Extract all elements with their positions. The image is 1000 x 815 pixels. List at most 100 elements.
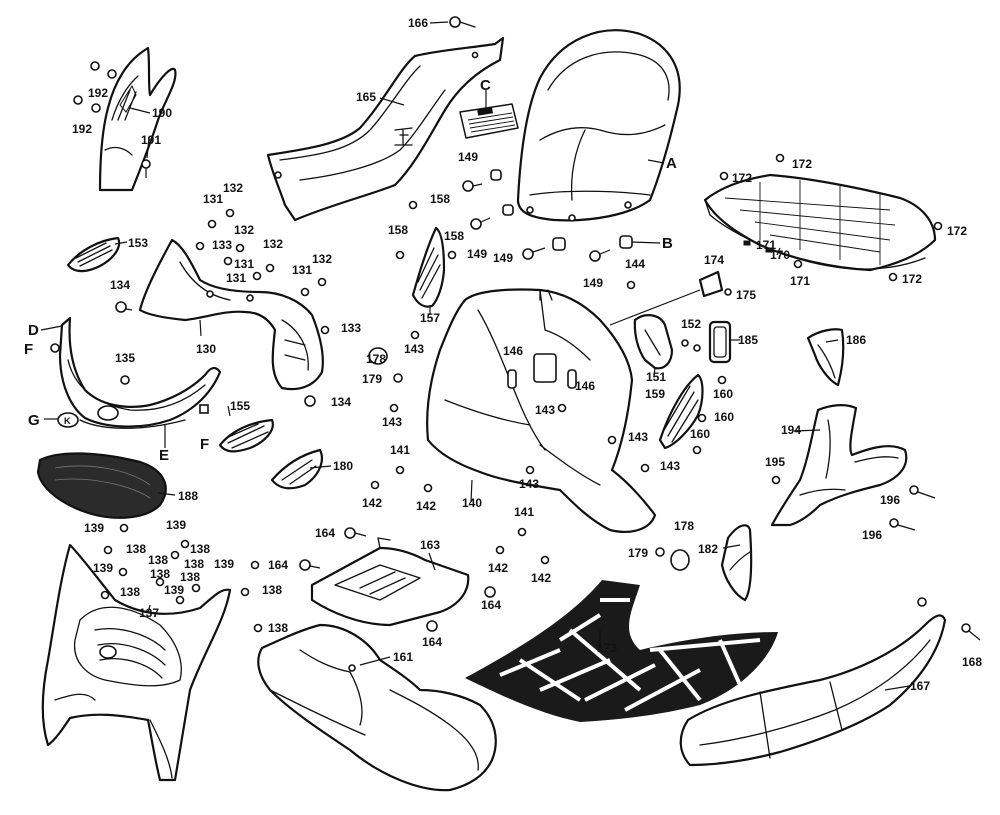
callout-C: C [480, 77, 491, 94]
callout-157: 157 [420, 311, 440, 325]
callout-labels: 166 165 C A B 149 149 149 149 158 158 15… [24, 16, 982, 693]
callout-179-a: 179 [362, 372, 382, 386]
callout-140: 140 [462, 496, 482, 510]
callout-153: 153 [128, 236, 148, 250]
callout-132-d: 132 [312, 252, 332, 266]
callout-195: 195 [765, 455, 785, 469]
callout-160-b: 160 [714, 410, 734, 424]
callout-E: E [159, 447, 169, 464]
callout-137: 137 [139, 606, 159, 620]
part-170-rear-tray [703, 173, 937, 272]
part-159-vent [658, 373, 727, 455]
callout-132-b: 132 [234, 223, 254, 237]
callout-196-b: 196 [862, 528, 882, 542]
callout-138-a: 138 [126, 542, 146, 556]
callout-138-d: 138 [184, 557, 204, 571]
part-157-vent [411, 226, 446, 308]
callout-139-e: 139 [214, 557, 234, 571]
callout-135: 135 [115, 351, 135, 365]
part-161-lower-cover [257, 623, 497, 792]
callout-133-a: 133 [212, 238, 232, 252]
callout-194: 194 [781, 423, 801, 437]
part-152-screws [681, 339, 701, 352]
part-149-bolts [462, 180, 611, 262]
callout-179-b: 179 [628, 546, 648, 560]
callout-160-a: 160 [713, 387, 733, 401]
callout-138-c: 138 [148, 553, 168, 567]
callout-143-b: 143 [382, 415, 402, 429]
part-185-frame [708, 320, 732, 364]
callout-149-b: 149 [467, 247, 487, 261]
part-174-clip [609, 270, 732, 326]
part-168-bolt [961, 623, 981, 641]
part-153-grille [66, 236, 121, 273]
callout-168: 168 [962, 655, 982, 669]
callout-173: 173 [597, 641, 617, 655]
callout-146-a: 146 [503, 344, 523, 358]
callout-131-a: 131 [203, 192, 223, 206]
callout-138-i: 138 [268, 621, 288, 635]
callout-D: D [28, 322, 39, 339]
callout-142-d: 142 [531, 571, 551, 585]
leader-lines [40, 21, 910, 691]
callout-138-e: 138 [150, 567, 170, 581]
part-171-172-screws [719, 153, 943, 282]
callout-131-b: 131 [234, 257, 254, 271]
part-143-screws [389, 330, 650, 475]
callout-141-a: 141 [390, 443, 410, 457]
callout-144: 144 [625, 257, 645, 271]
part-191-screw [141, 159, 151, 178]
part-135-screw [120, 375, 130, 385]
callout-191: 191 [141, 133, 161, 147]
callout-155: 155 [230, 399, 250, 413]
part-173-floor-mat [465, 580, 778, 722]
part-A-windscreen [516, 29, 681, 222]
part-137-front-fascia [41, 543, 232, 782]
part-166-bolt [449, 16, 476, 28]
part-186-trim [806, 328, 845, 387]
callout-139-b: 139 [166, 518, 186, 532]
part-188-seat-pad [36, 452, 167, 519]
part-E-front-trim [58, 316, 222, 429]
callout-160-c: 160 [690, 427, 710, 441]
callout-142-b: 142 [416, 499, 436, 513]
part-134-bolts [115, 301, 316, 407]
callout-141-b: 141 [514, 505, 534, 519]
callout-190: 190 [152, 106, 172, 120]
callout-167: 167 [910, 679, 930, 693]
part-163-plate [310, 537, 470, 627]
callout-132-c: 132 [263, 237, 283, 251]
callout-132-a: 132 [223, 181, 243, 195]
callout-F-b: F [200, 436, 209, 453]
callout-164-a: 164 [315, 526, 335, 540]
callout-192-b: 192 [72, 122, 92, 136]
callout-166: 166 [408, 16, 428, 30]
callout-192-a: 192 [88, 86, 108, 100]
callout-146-b: 146 [575, 379, 595, 393]
part-C-caution-label [459, 103, 519, 139]
part-190-bracket [98, 46, 177, 192]
callout-164-c: 164 [481, 598, 501, 612]
callout-143-e: 143 [660, 459, 680, 473]
callout-139-a: 139 [84, 521, 104, 535]
callout-139-c: 139 [93, 561, 113, 575]
callout-180: 180 [333, 459, 353, 473]
callout-149-c: 149 [493, 251, 513, 265]
callout-182: 182 [698, 542, 718, 556]
callout-158-b: 158 [388, 223, 408, 237]
part-180-reflector [270, 448, 323, 490]
svg-text:K: K [64, 416, 71, 426]
callout-172-b: 172 [732, 171, 752, 185]
callout-164-d: 164 [422, 635, 442, 649]
callout-134-b: 134 [331, 395, 351, 409]
callout-133-b: 133 [341, 321, 361, 335]
callout-131-d: 131 [292, 263, 312, 277]
callout-A: A [666, 155, 677, 172]
callout-149-a: 149 [458, 150, 478, 164]
part-141-142-screws [370, 465, 550, 565]
callout-178-a: 178 [366, 352, 386, 366]
part-F-clips [50, 343, 209, 414]
part-B-grommets [490, 169, 633, 251]
callout-171-a: 171 [756, 238, 776, 252]
